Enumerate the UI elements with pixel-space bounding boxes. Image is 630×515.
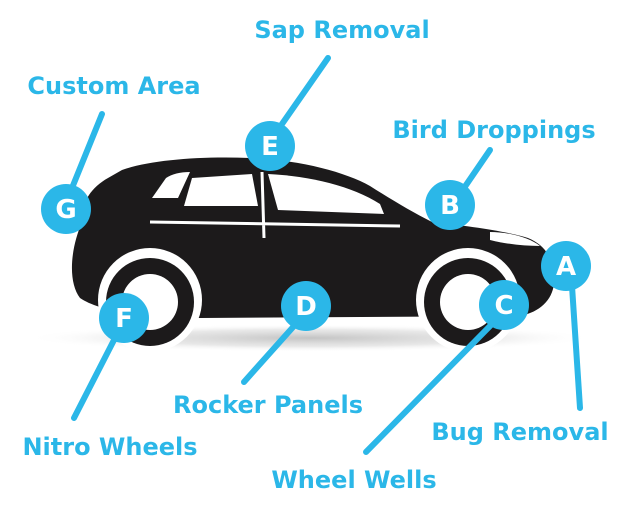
front-side-window <box>184 174 258 206</box>
callout-label-f: Nitro Wheels <box>22 433 197 461</box>
callout-label-a: Bug Removal <box>431 418 608 446</box>
callout-label-e: Sap Removal <box>254 16 429 44</box>
rear-window <box>152 172 190 198</box>
callout-label-g: Custom Area <box>27 72 200 100</box>
callout-line-f <box>71 337 117 421</box>
front-window <box>268 174 384 214</box>
callout-letter-a: A <box>556 252 576 282</box>
callout-line-e <box>279 55 331 127</box>
callout-label-b: Bird Droppings <box>392 116 595 144</box>
callout-letter-b: B <box>440 191 460 221</box>
callout-letter-c: C <box>494 291 513 321</box>
callout-badge-e <box>245 121 295 171</box>
callout-badge-a <box>541 241 591 291</box>
callout-letter-e: E <box>261 132 279 162</box>
callout-line-g <box>69 111 105 191</box>
callout-letter-f: F <box>115 304 133 334</box>
door-line <box>149 171 401 239</box>
callout-line-a <box>569 283 583 411</box>
callout-badge-g <box>41 184 91 234</box>
headlight <box>490 232 540 246</box>
callout-badge-c <box>479 280 529 330</box>
callout-letter-g: G <box>55 195 76 225</box>
callout-badge-b <box>425 180 475 230</box>
callout-badge-f <box>99 293 149 343</box>
callout-letter-d: D <box>295 292 317 322</box>
callout-label-c: Wheel Wells <box>271 466 436 494</box>
callout-label-d: Rocker Panels <box>173 391 363 419</box>
callout-badge-d <box>281 281 331 331</box>
callout-line-b <box>461 147 493 191</box>
callout-line-d <box>241 323 297 385</box>
callout-line-c <box>363 321 495 455</box>
